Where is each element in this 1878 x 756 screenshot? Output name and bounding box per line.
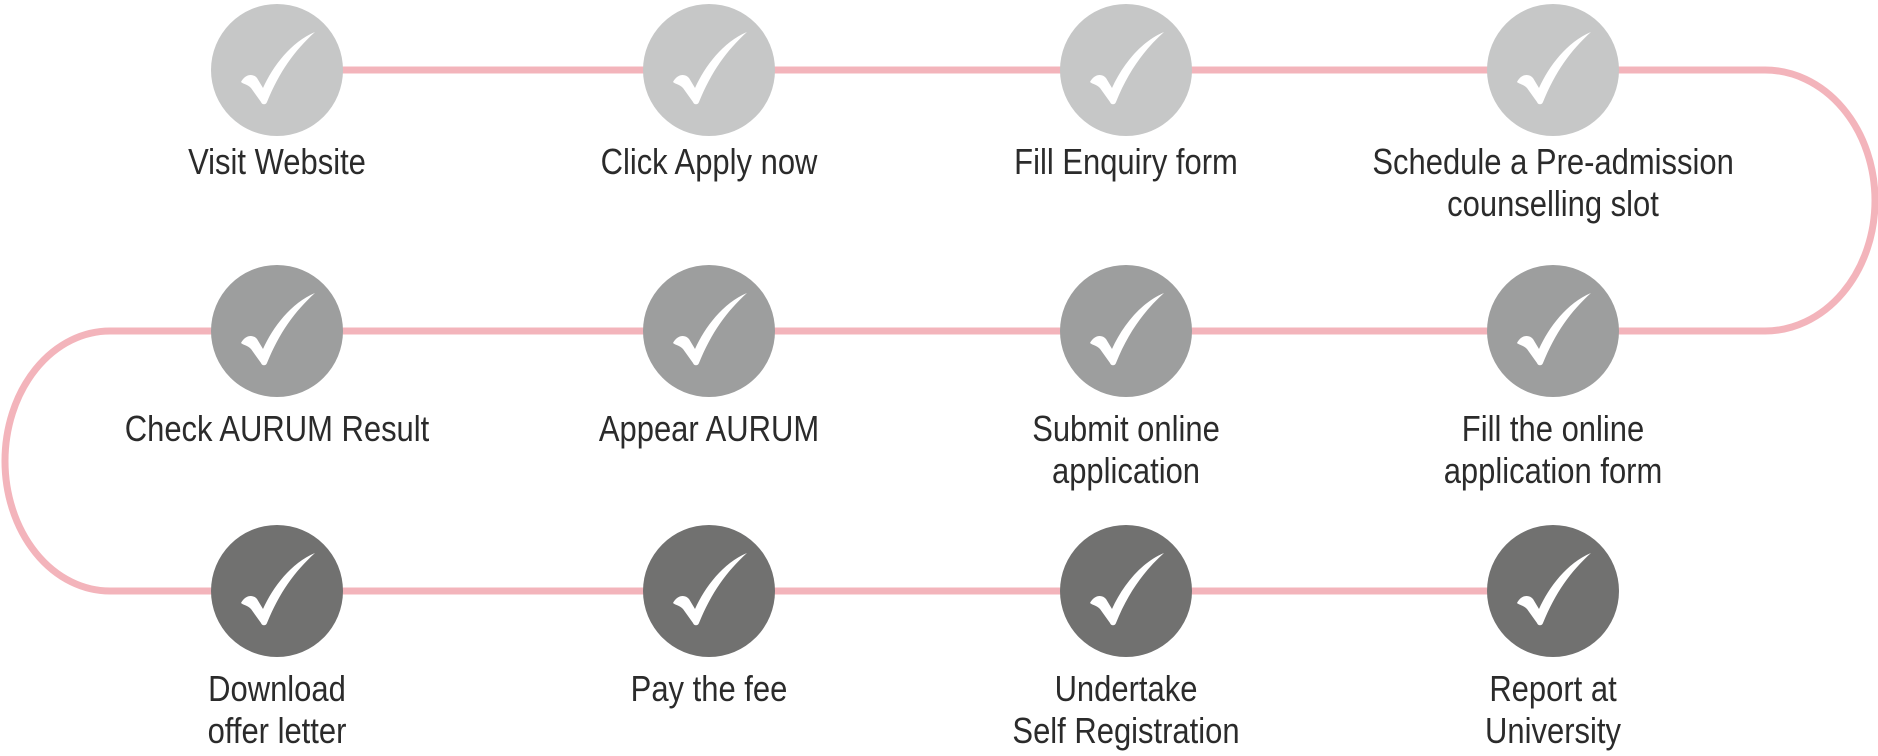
checkmark-icon bbox=[1090, 32, 1164, 105]
step-1-badge bbox=[211, 4, 343, 136]
step-8-label: Check AURUM Result bbox=[96, 408, 457, 450]
step-7-badge bbox=[643, 265, 775, 397]
step-2-badge bbox=[643, 4, 775, 136]
step-label-line: Fill Enquiry form bbox=[1014, 141, 1238, 182]
checkmark-icon bbox=[1090, 293, 1164, 366]
checkmark-icon bbox=[673, 32, 747, 105]
step-label-line: Fill the online bbox=[1461, 408, 1645, 449]
step-6-badge bbox=[1060, 265, 1192, 397]
step-7-label: Appear AURUM bbox=[528, 408, 889, 450]
checkmark-icon bbox=[241, 553, 315, 626]
checkmark-icon bbox=[673, 293, 747, 366]
checkmark-icon bbox=[1517, 553, 1591, 626]
step-label-line: Undertake bbox=[1054, 668, 1198, 709]
step-5-badge bbox=[1487, 265, 1619, 397]
step-label-line: Appear AURUM bbox=[598, 408, 820, 449]
step-label-line: Click Apply now bbox=[600, 141, 818, 182]
connector-line bbox=[1, 66, 1878, 595]
step-label-line: Pay the fee bbox=[630, 668, 788, 709]
step-label-line: Download bbox=[208, 668, 346, 709]
step-label-line: Visit Website bbox=[188, 141, 366, 182]
step-label-line: offer letter bbox=[207, 710, 347, 751]
step-1-label: Visit Website bbox=[96, 141, 457, 183]
step-10-label: Pay the fee bbox=[528, 668, 889, 710]
step-label-line: Schedule a Pre-admission bbox=[1372, 141, 1734, 182]
step-label-line: application bbox=[1051, 450, 1201, 491]
step-label-line: counselling slot bbox=[1447, 183, 1659, 224]
step-label-line: Report at bbox=[1489, 668, 1617, 709]
step-label-line: Check AURUM Result bbox=[124, 408, 430, 449]
step-12-badge bbox=[1487, 525, 1619, 657]
step-label-line: University bbox=[1485, 710, 1621, 751]
checkmark-icon bbox=[241, 32, 315, 105]
step-3-label: Fill Enquiry form bbox=[945, 141, 1306, 183]
checkmark-icon bbox=[1090, 553, 1164, 626]
step-label-line: Submit online bbox=[1032, 408, 1220, 449]
step-3-badge bbox=[1060, 4, 1192, 136]
step-label-line: application form bbox=[1443, 450, 1663, 491]
step-11-badge bbox=[1060, 525, 1192, 657]
step-8-badge bbox=[211, 265, 343, 397]
step-4-badge bbox=[1487, 4, 1619, 136]
checkmark-icon bbox=[241, 293, 315, 366]
step-9-badge bbox=[211, 525, 343, 657]
checkmark-icon bbox=[1517, 32, 1591, 105]
checkmark-icon bbox=[673, 553, 747, 626]
step-2-label: Click Apply now bbox=[528, 141, 889, 183]
checkmark-icon bbox=[1517, 293, 1591, 366]
step-10-badge bbox=[643, 525, 775, 657]
step-label-line: Self Registration bbox=[1012, 710, 1240, 751]
